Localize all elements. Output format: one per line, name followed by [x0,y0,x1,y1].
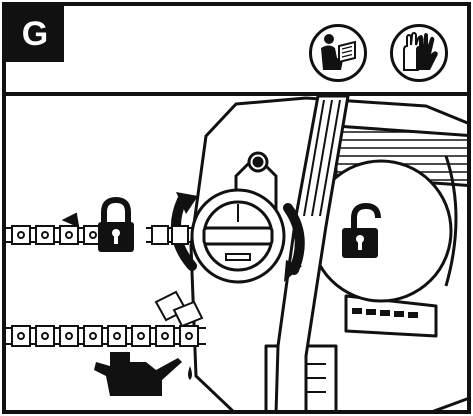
read-manual-icon [309,24,367,82]
figure-header: G [2,2,471,96]
step-badge: G [6,6,64,62]
gloves-icon [390,24,448,82]
tensioner-knob[interactable] [192,190,284,282]
oil-can-icon [94,352,192,396]
lock-closed-icon [98,200,134,252]
chainsaw-illustration [2,96,471,414]
saw-chain-lower [6,292,206,346]
step-label: G [22,15,48,54]
